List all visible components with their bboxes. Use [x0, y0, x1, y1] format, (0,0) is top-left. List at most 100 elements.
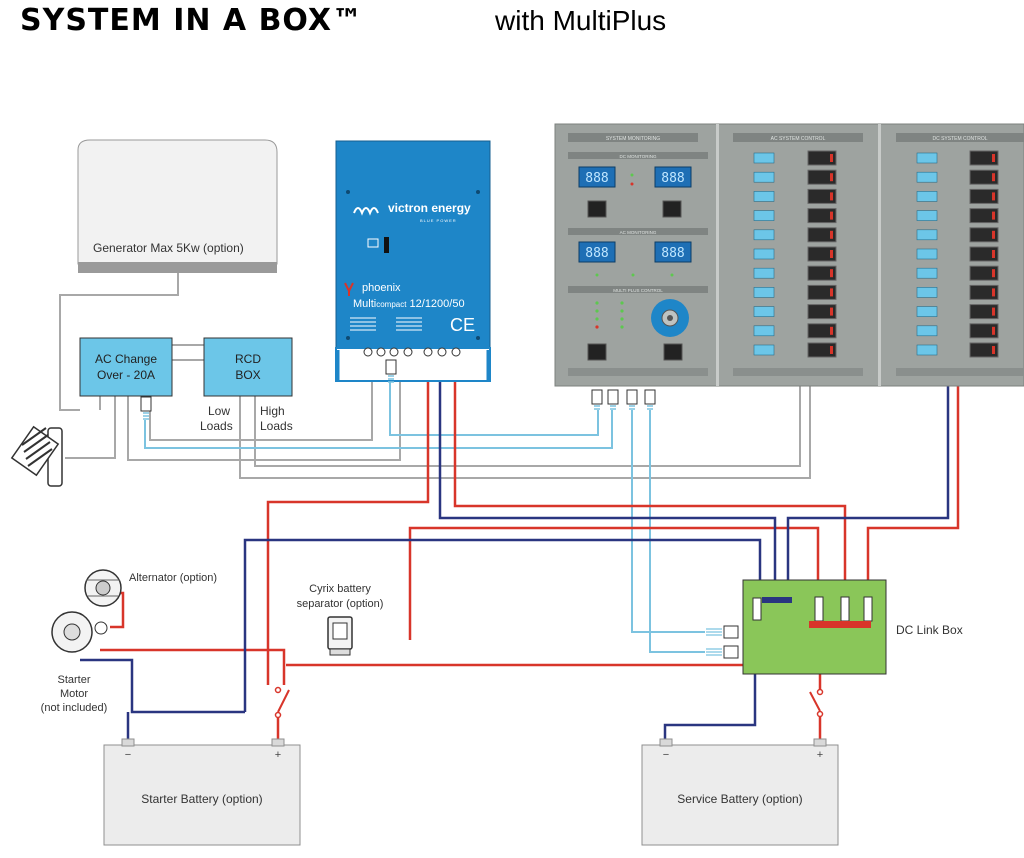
starter-battery-plus: + [275, 749, 281, 761]
ac-breaker-switch [807, 227, 837, 243]
dc-breaker-switch-indicator [992, 307, 995, 316]
dc-monitoring-label: DC MONITORING [620, 154, 657, 159]
ac-breaker-switch-indicator [830, 326, 833, 335]
dc-breaker-label-button [916, 248, 938, 260]
ce-mark: CE [450, 315, 475, 335]
ac-breaker-column [753, 150, 837, 358]
title-main: SYSTEM IN A BOX™ [20, 3, 363, 38]
starter-motor-icon [51, 611, 108, 653]
high-loads-label-1: High [260, 404, 285, 418]
inverter-terminals [363, 347, 461, 357]
current-limit-dial-icon [651, 299, 689, 337]
victron-logo-icon [353, 207, 379, 216]
ac-breaker-switch [807, 284, 837, 300]
starter-label-3: (not included) [41, 702, 108, 714]
dc-breaker-label-button [916, 344, 938, 356]
low-loads-label-2: Loads [200, 419, 233, 433]
dc-breaker-switch [969, 169, 999, 185]
ac-breaker-switch-indicator [830, 211, 833, 220]
shore-power-inlet-icon [10, 425, 63, 487]
service-battery-label: Service Battery (option) [677, 792, 802, 806]
ac-breaker-label-button [753, 210, 775, 221]
ac-breaker-label-button [753, 248, 775, 260]
starter-isolator-switch-icon [274, 686, 290, 719]
dc-breaker-switch [969, 150, 999, 166]
dc-breaker-switch [969, 246, 999, 262]
dc-breaker-switch-indicator [992, 346, 995, 354]
dc-displays: 888 888 [578, 166, 692, 188]
inverter-model: Multicompact 12/1200/50 [353, 298, 465, 310]
ac-breaker-label-button [753, 287, 775, 298]
ac-breaker-label-button [753, 152, 775, 164]
dc-breaker-label-button [916, 306, 938, 317]
dc-display-1-value: 888 [585, 171, 608, 186]
dc-link-rj45-connectors [706, 625, 739, 659]
dc-breaker-switch [969, 188, 999, 204]
dc-breaker-switch-indicator [992, 211, 995, 220]
dc-breaker-label-button [916, 210, 938, 221]
signal-wires [144, 355, 705, 653]
dc-breaker-switch-indicator [992, 326, 995, 335]
dc-breaker-switch [969, 342, 999, 358]
ac-breaker-switch-indicator [830, 250, 833, 258]
ac-breaker-label-button [753, 344, 775, 356]
service-battery: − + Service Battery (option) [641, 738, 839, 846]
dc-breaker-label-button [916, 152, 938, 164]
starter-label-2: Motor [60, 688, 88, 700]
panel-header-dc: DC SYSTEM CONTROL [932, 136, 987, 142]
power-switch-icon [367, 237, 389, 253]
service-isolator-switch-icon [809, 688, 824, 718]
ac-breaker-switch-indicator [830, 288, 833, 297]
ac-changeover-line1: AC Change [95, 352, 157, 366]
ac-breaker-switch [807, 323, 837, 339]
dc-breaker-switch-indicator [992, 230, 995, 239]
inverter-product: phoenix [362, 282, 401, 294]
dc-breaker-switch [969, 323, 999, 339]
ac-breaker-label-button [753, 171, 775, 183]
dc-breaker-label-button [916, 229, 938, 241]
ac-breaker-switch [807, 150, 837, 166]
ac-breaker-switch [807, 265, 837, 281]
model-small: compact [376, 300, 407, 309]
victron-brand-sub: BLUE POWER [420, 218, 457, 223]
multiplus-leds [595, 301, 624, 329]
ac-breaker-label-button [753, 267, 775, 279]
high-loads-label-2: Loads [260, 419, 293, 433]
ac-breaker-switch-indicator [830, 173, 833, 182]
dc-breaker-label-button [916, 171, 938, 183]
dc-breaker-switch [969, 265, 999, 281]
ac-breaker-switch [807, 342, 837, 358]
ac-breaker-switch [807, 304, 837, 320]
victron-inverter: victron energy BLUE POWER phoenix Multic… [335, 140, 491, 383]
cyrix-label-1: Cyrix battery [309, 583, 371, 595]
ac-display-2-value: 888 [661, 246, 684, 261]
dc-breaker-switch-indicator [992, 154, 995, 162]
dc-breaker-switch-indicator [992, 192, 995, 201]
generator-label: Generator Max 5Kw (option) [93, 241, 244, 255]
title-sub: with MultiPlus [494, 5, 666, 36]
dc-breaker-switch-indicator [992, 288, 995, 297]
panel-toggles [587, 200, 683, 361]
dc-breaker-switch-indicator [992, 250, 995, 258]
model-rest: 12/1200/50 [406, 298, 464, 310]
ac-breaker-switch [807, 246, 837, 262]
ac-breaker-switch-indicator [830, 346, 833, 354]
ac-display-1-value: 888 [585, 246, 608, 261]
ac-breaker-switch-indicator [830, 230, 833, 239]
ac-breaker-switch-indicator [830, 307, 833, 316]
ac-changeover-line2: Over - 20A [97, 368, 155, 382]
starter-battery-label: Starter Battery (option) [141, 792, 262, 806]
generator: Generator Max 5Kw (option) [77, 139, 278, 273]
alternator-icon [84, 569, 122, 607]
dc-link-box-label: DC Link Box [896, 623, 963, 637]
ac-breaker-switch [807, 188, 837, 204]
dc-breaker-switch [969, 284, 999, 300]
alternator-label: Alternator (option) [129, 572, 217, 584]
low-loads-label-1: Low [208, 404, 230, 418]
service-battery-plus: + [817, 749, 823, 761]
dc-link-box [706, 579, 887, 675]
panel-rj45-connectors [591, 389, 656, 410]
ac-breaker-switch [807, 169, 837, 185]
starter-battery-minus: − [125, 749, 131, 761]
rcd-line1: RCD [235, 352, 261, 366]
